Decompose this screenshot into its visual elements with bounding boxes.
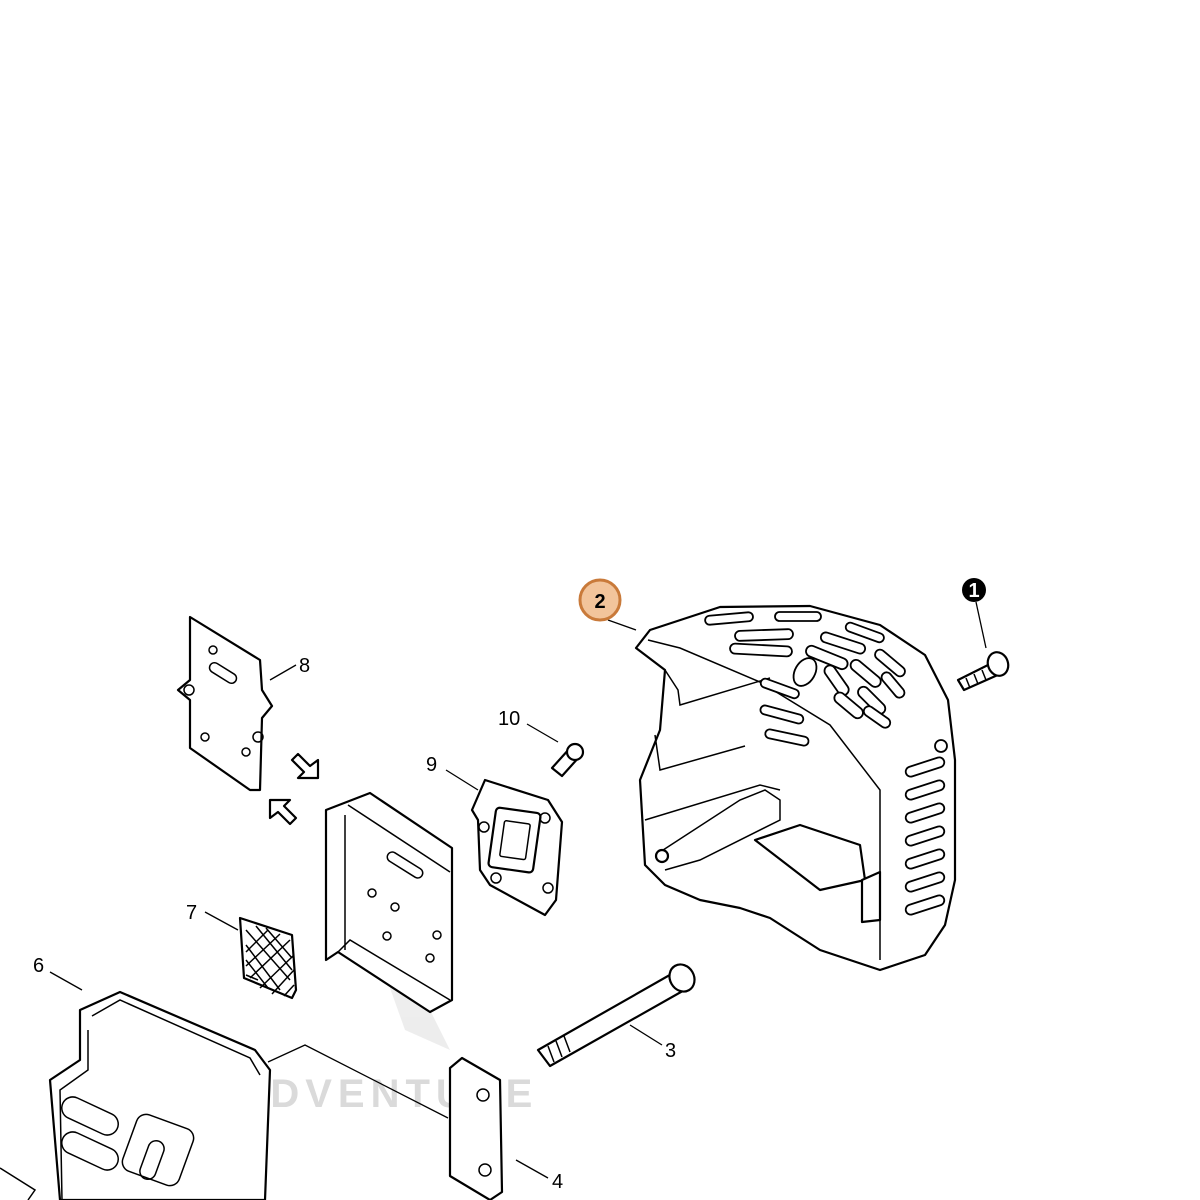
flange-gasket-part-9[interactable]	[470, 778, 564, 917]
direction-arrows-icon	[268, 752, 320, 826]
callout-bubble-part-1	[962, 578, 986, 602]
heat-shield-box[interactable]	[324, 791, 454, 1014]
callout-7[interactable]: 7	[186, 902, 197, 924]
screw-part-10[interactable]	[550, 742, 585, 778]
plate-part-4[interactable]	[448, 1056, 504, 1200]
muffler-part-6[interactable]	[0, 990, 272, 1200]
callout-1[interactable]: 1	[968, 580, 979, 602]
callout-6[interactable]: 6	[33, 955, 44, 977]
gasket-plate-part-8[interactable]	[176, 615, 274, 792]
callout-4[interactable]: 4	[552, 1171, 563, 1193]
shield-cover-part-2[interactable]	[634, 604, 957, 972]
callout-2[interactable]: 2	[594, 591, 605, 613]
leader-lines	[49, 601, 987, 1179]
callout-9[interactable]: 9	[426, 754, 437, 776]
spark-screen-part-7[interactable]	[238, 916, 298, 1000]
callout-3[interactable]: 3	[665, 1040, 676, 1062]
screw-part-1[interactable]	[956, 649, 1012, 692]
long-bolt-part-3[interactable]	[536, 960, 699, 1068]
callout-10[interactable]: 10	[498, 708, 520, 730]
highlight-ring-part-2	[578, 578, 622, 622]
assembly-leader-line	[267, 1044, 449, 1119]
callout-8[interactable]: 8	[299, 655, 310, 677]
